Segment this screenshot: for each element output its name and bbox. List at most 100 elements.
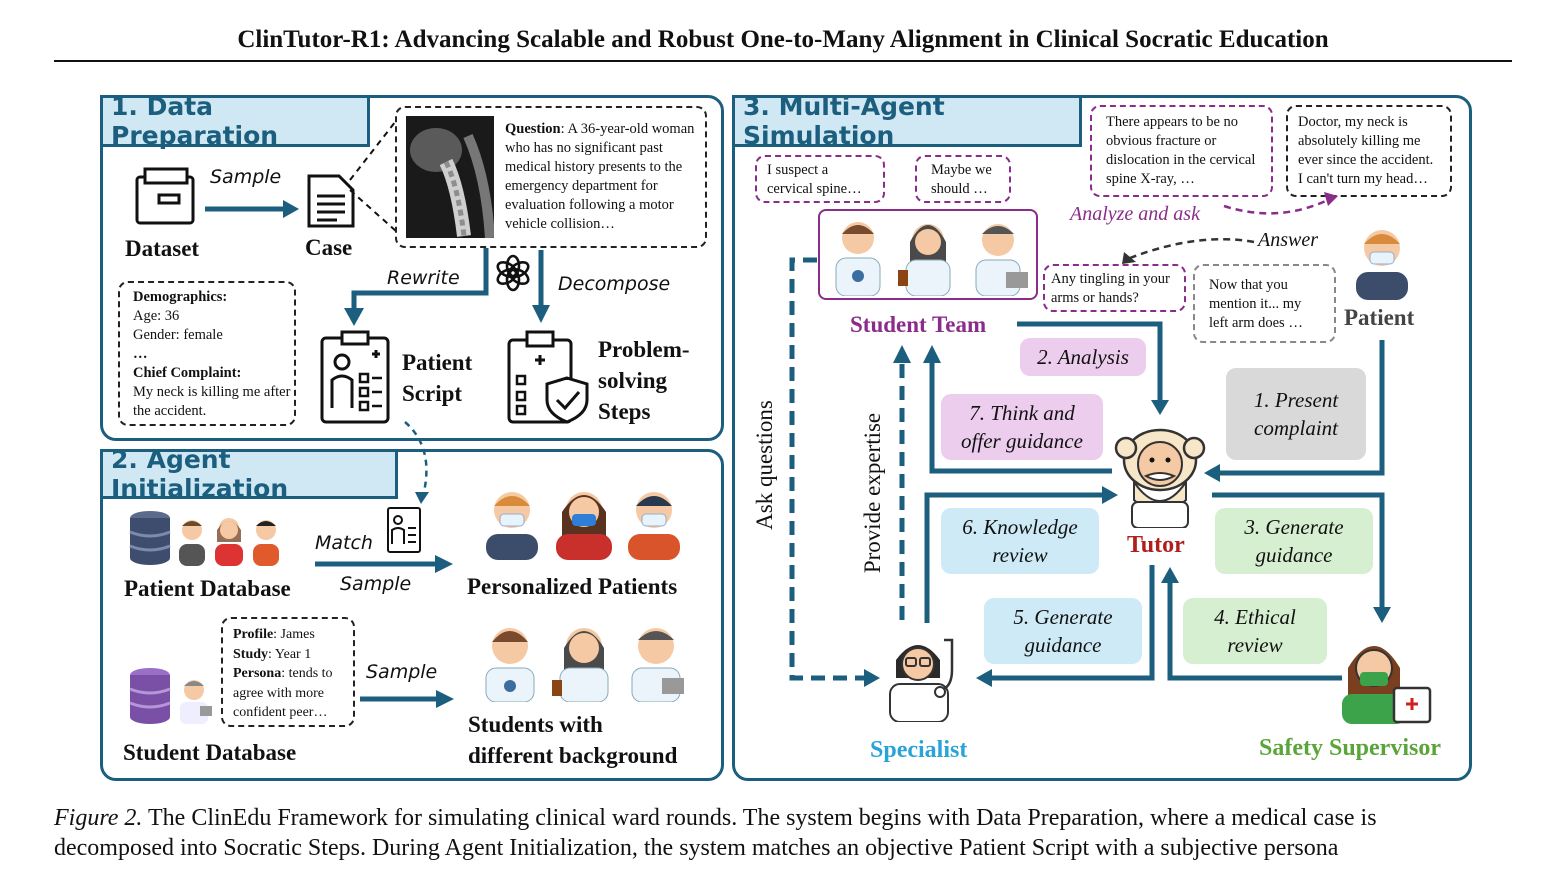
arrow-sample-students: [360, 690, 454, 708]
folder-icon: [135, 167, 195, 225]
doctor-avatar-icon: [180, 680, 212, 724]
paper-title: ClinTutor-R1: Advancing Scalable and Rob…: [237, 26, 1329, 53]
students-l1: Students with: [468, 712, 603, 737]
steps-l3: Steps: [598, 399, 651, 424]
persona-key: Persona: [233, 666, 282, 681]
case-question-text: Question: A 36-year-old woman who has no…: [505, 120, 703, 234]
chief-key: Chief Complaint:: [133, 365, 242, 381]
steps-label: Problem- solving Steps: [598, 334, 690, 427]
step5-l2: guidance: [1024, 633, 1102, 657]
answer-arrow: [1122, 238, 1255, 264]
step-1-present: 1. Present complaint: [1226, 368, 1366, 460]
step6-l1: 6. Knowledge: [962, 515, 1078, 539]
step-4-ethical: 4. Ethical review: [1183, 598, 1327, 664]
gender-text: Gender: female: [133, 327, 223, 343]
bubble-neck: Doctor, my neck is absolutely killing me…: [1286, 105, 1452, 197]
panel2-title: 2. Agent Initialization: [100, 445, 398, 503]
supervisor-label: Safety Supervisor: [1259, 735, 1441, 761]
ellipsis-text: …: [133, 346, 148, 362]
openai-icon: [496, 254, 530, 292]
sample-label-patient: Sample: [340, 573, 412, 595]
step3-l2: guidance: [1255, 543, 1333, 567]
students-l2: different background: [468, 743, 678, 768]
flow-arrows: [789, 257, 1391, 687]
step-6-knowledge: 6. Knowledge review: [941, 508, 1099, 574]
decompose-label: Decompose: [558, 273, 671, 295]
persona-box: [221, 617, 355, 727]
step-5-generate: 5. Generate guidance: [984, 598, 1142, 664]
steps-l2: solving: [598, 368, 668, 393]
patient-database-label: Patient Database: [124, 576, 291, 601]
study-key: Study: [233, 646, 269, 662]
demographics-key: Demographics:: [133, 289, 228, 305]
question-key: Question: [505, 121, 561, 137]
panel-data-preparation: [100, 95, 724, 441]
question-text: : A 36-year-old woman who has no signifi…: [505, 121, 695, 232]
arrow-dataset-case: [205, 200, 299, 218]
analyze-arrow: [1223, 192, 1338, 215]
analyze-label: Analyze and ask: [1070, 203, 1200, 225]
patient-label: Patient: [1344, 305, 1415, 330]
step-2-analysis: 2. Analysis: [1020, 338, 1146, 376]
patient-icon: [1356, 230, 1408, 300]
step6-l2: review: [992, 543, 1048, 567]
students-label: Students with different background: [468, 709, 677, 771]
patient-group-icon: [179, 518, 279, 566]
study-text: : Year 1: [268, 646, 312, 662]
patient-script-l1: Patient: [402, 350, 473, 375]
panel1-title: 1. Data Preparation: [100, 92, 370, 150]
patient-script-icon: [320, 330, 390, 424]
specialist-icon: [889, 638, 954, 722]
figure-label: Figure 2.: [54, 805, 143, 831]
step1-l2: complaint: [1254, 416, 1338, 440]
step7-l1: 7. Think and: [969, 401, 1075, 425]
panel-multi-agent-simulation: [732, 95, 1472, 781]
arrow-rewrite: [344, 248, 489, 326]
masked-patients-icon: [486, 492, 680, 560]
students-icon: [485, 628, 684, 702]
age-text: Age: 36: [133, 308, 180, 324]
document-icon: [307, 174, 355, 228]
caption-line1: The ClinEdu Framework for simulating cli…: [142, 805, 1377, 831]
persona-text-val: : tends to agree with more confident pee…: [233, 666, 333, 720]
bubble-suspect: I suspect a cervical spine…: [755, 155, 885, 203]
profile-text: : James: [273, 627, 315, 642]
sample-label: Sample: [210, 166, 282, 188]
panel-agent-initialization: [100, 449, 724, 781]
answer-label: Answer: [1258, 229, 1318, 251]
script-to-match-connector: [404, 421, 429, 504]
student-team-box: [818, 209, 1038, 300]
patient-script-l2: Script: [402, 381, 463, 406]
chief-text: My neck is killing me after the accident…: [133, 384, 291, 419]
specialist-label: Specialist: [870, 737, 968, 763]
step-7-think: 7. Think and offer guidance: [941, 394, 1103, 460]
arrow-match: [315, 555, 453, 573]
title-rule: [54, 60, 1512, 62]
bubble-tingling: Any tingling in your arms or hands?: [1043, 264, 1186, 312]
database-icon: [129, 511, 171, 565]
student-team-label: Student Team: [850, 312, 987, 337]
tutor-icon: [1114, 428, 1206, 528]
persona-text: Profile: James Study: Year 1 Persona: te…: [233, 625, 351, 723]
steps-l1: Problem-: [598, 337, 690, 362]
rewrite-label: Rewrite: [387, 267, 460, 289]
arrow-decompose: [532, 250, 550, 323]
dataset-label: Dataset: [125, 236, 200, 261]
step7-l2: offer guidance: [961, 429, 1083, 453]
demographics-text: Demographics: Age: 36 Gender: female … C…: [133, 288, 293, 421]
step4-l2: review: [1227, 633, 1283, 657]
personalized-patients-label: Personalized Patients: [467, 574, 678, 599]
figure-caption: Figure 2. The ClinEdu Framework for simu…: [54, 803, 1514, 863]
supervisor-icon: [1342, 646, 1432, 724]
match-label: Match: [315, 532, 373, 554]
step1-l1: 1. Present: [1253, 388, 1339, 412]
bubble-nowthat: Now that you mention it... my left arm d…: [1193, 264, 1336, 343]
patient-script-label: Patient Script: [402, 347, 472, 409]
tutor-label: Tutor: [1127, 532, 1185, 558]
case-callout-lines: [349, 107, 407, 241]
xray-image: [406, 116, 494, 238]
bubble-maybe: Maybe we should …: [915, 155, 1011, 203]
step-3-generate: 3. Generate guidance: [1215, 508, 1373, 574]
step5-l1: 5. Generate: [1013, 605, 1113, 629]
step4-l1: 4. Ethical: [1214, 605, 1296, 629]
